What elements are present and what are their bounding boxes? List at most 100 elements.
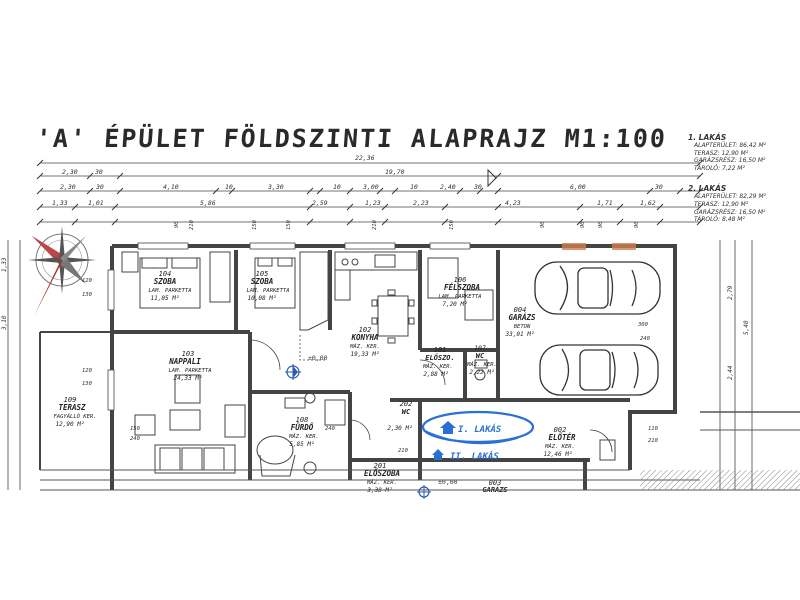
room-floor: LAM. PARKETTA xyxy=(246,288,289,294)
room-name: GARÁZS xyxy=(508,313,536,322)
room-floor: MÁZ. KER. xyxy=(349,343,380,350)
dim-misc: 110 xyxy=(648,426,659,432)
room-floor: MÁZ. KER. xyxy=(366,479,397,486)
dimension-tick xyxy=(576,203,584,211)
room-name: ELŐSZOBA xyxy=(364,469,400,478)
dim-row3: 3,30 xyxy=(267,183,284,191)
legend-head: 2. LAKÁS xyxy=(688,184,727,194)
dimension-tick xyxy=(696,187,704,195)
dimension-tick xyxy=(36,203,44,211)
dim-small: 150 xyxy=(286,219,292,230)
dimension-tick xyxy=(696,159,704,167)
dimension-tick xyxy=(576,218,584,226)
dimension-tick xyxy=(376,187,384,195)
dim-small: 210 xyxy=(189,219,195,230)
room-area: 5,85 M² xyxy=(289,441,314,448)
dim-small: 210 xyxy=(372,219,378,230)
level-label: ±0,00 xyxy=(308,354,328,362)
door-swings xyxy=(249,335,613,453)
dim-small: 150 xyxy=(449,219,455,230)
dim-row3: 10 xyxy=(225,183,233,191)
room-area: 2,22 M² xyxy=(469,369,494,376)
side-dimension-lines xyxy=(7,240,753,490)
dimension-tick xyxy=(346,203,354,211)
dim-row3: 30 xyxy=(95,183,104,191)
dim-row3: 3,00 xyxy=(362,183,379,191)
dimension-tick xyxy=(381,203,389,211)
dim-row4: 2,23 xyxy=(413,199,429,207)
room-number: 105 xyxy=(256,270,269,278)
room-area: 10,08 M² xyxy=(248,295,277,302)
home-icon xyxy=(440,421,456,434)
dimension-tick xyxy=(346,218,354,226)
dim-small: 90 xyxy=(598,221,604,228)
room-number: 106 xyxy=(454,276,467,284)
home-icon xyxy=(432,449,444,460)
dim-row4: 2,59 xyxy=(312,199,328,207)
room-name: SZOBA xyxy=(154,277,177,286)
legend-row: GARÁZSRÉSZ: 16,50 M² xyxy=(694,157,766,165)
room-number: 103 xyxy=(182,350,195,358)
room-number: 101 xyxy=(434,346,447,354)
room-area: 33,01 M² xyxy=(505,331,535,338)
dim-row4: 1,33 xyxy=(52,199,68,207)
level-marker-icon xyxy=(285,364,301,380)
apartment-legend: 1. LAKÁS ALAPTERÜLET: 86,42 M² TERASZ: 1… xyxy=(688,131,800,224)
dimension-tick xyxy=(36,172,44,180)
dim-row3: 6,00 xyxy=(570,183,586,191)
dimension-tick xyxy=(228,187,236,195)
room-area: 24,33 M² xyxy=(174,375,203,382)
dimension-tick xyxy=(391,187,399,195)
dimension-tick xyxy=(86,172,94,180)
dim-misc: 130 xyxy=(82,292,93,298)
dimension-tick xyxy=(116,172,124,180)
room-number: 104 xyxy=(159,270,172,278)
car-icon xyxy=(534,261,661,315)
dim-row2-right: 19,70 xyxy=(385,168,405,176)
dim-row4: 1,71 xyxy=(597,199,613,207)
dim-row4: 1,01 xyxy=(88,199,104,207)
dimension-tick xyxy=(476,187,484,195)
apartment-callout: I. LAKÁS II. LAKÁS xyxy=(421,410,535,462)
dimension-tick xyxy=(71,203,79,211)
room-number: 002 xyxy=(554,426,567,434)
dim-row3: 2,30 xyxy=(60,183,76,191)
dim-misc: 300 xyxy=(637,322,649,328)
legend-row: ALAPTERÜLET: 82,29 M² xyxy=(694,193,767,201)
level-marker-icon xyxy=(417,485,431,499)
plan-bottom-edge xyxy=(40,411,800,491)
dim-small: 150 xyxy=(252,219,258,230)
dim-misc: 120 xyxy=(82,278,93,284)
dimension-tick xyxy=(494,218,502,226)
dimension-tick xyxy=(71,218,79,226)
dim-small: 90 xyxy=(174,221,180,228)
room-floor: MÁZ. KER. xyxy=(422,363,453,370)
dim-small: 90 xyxy=(540,221,546,228)
dim-misc: 240 xyxy=(640,336,651,342)
dimension-lines xyxy=(36,159,704,226)
dim-misc: 240 xyxy=(130,436,141,442)
legend-row: TÁROLÓ: 8,48 M² xyxy=(694,216,745,224)
side-dimension-labels: 1,33 3,10 2,79 5,40 2,44 xyxy=(1,257,750,380)
level-arrow-icon xyxy=(487,168,497,188)
dim-total: 22,36 xyxy=(355,154,375,162)
level-label: ±0,00 xyxy=(438,478,458,486)
legend-head: 1. LAKÁS xyxy=(688,133,727,142)
dim-small: 90 xyxy=(634,221,640,228)
dim-misc: 210 xyxy=(398,448,409,454)
room-floor: MÁZ. KER. xyxy=(544,443,575,450)
room-area: 7,20 M² xyxy=(442,301,467,308)
room-number: 108 xyxy=(296,416,309,424)
car-icon xyxy=(539,344,659,396)
dim-row3: 10 xyxy=(333,183,341,191)
dim-left: 3,10 xyxy=(1,315,8,331)
dimension-tick xyxy=(616,218,624,226)
room-number: 202 xyxy=(400,400,413,408)
room-name: NAPPALI xyxy=(168,357,201,366)
dim-row3: 30 xyxy=(473,183,482,191)
dimension-tick xyxy=(111,218,119,226)
dimension-tick xyxy=(36,187,44,195)
room-floor: LAM. PARKETTA xyxy=(438,294,481,300)
legend-row: GARÁZSRÉSZ: 16,50 M² xyxy=(694,208,766,216)
callout-apartment-1: I. LAKÁS xyxy=(458,423,502,435)
